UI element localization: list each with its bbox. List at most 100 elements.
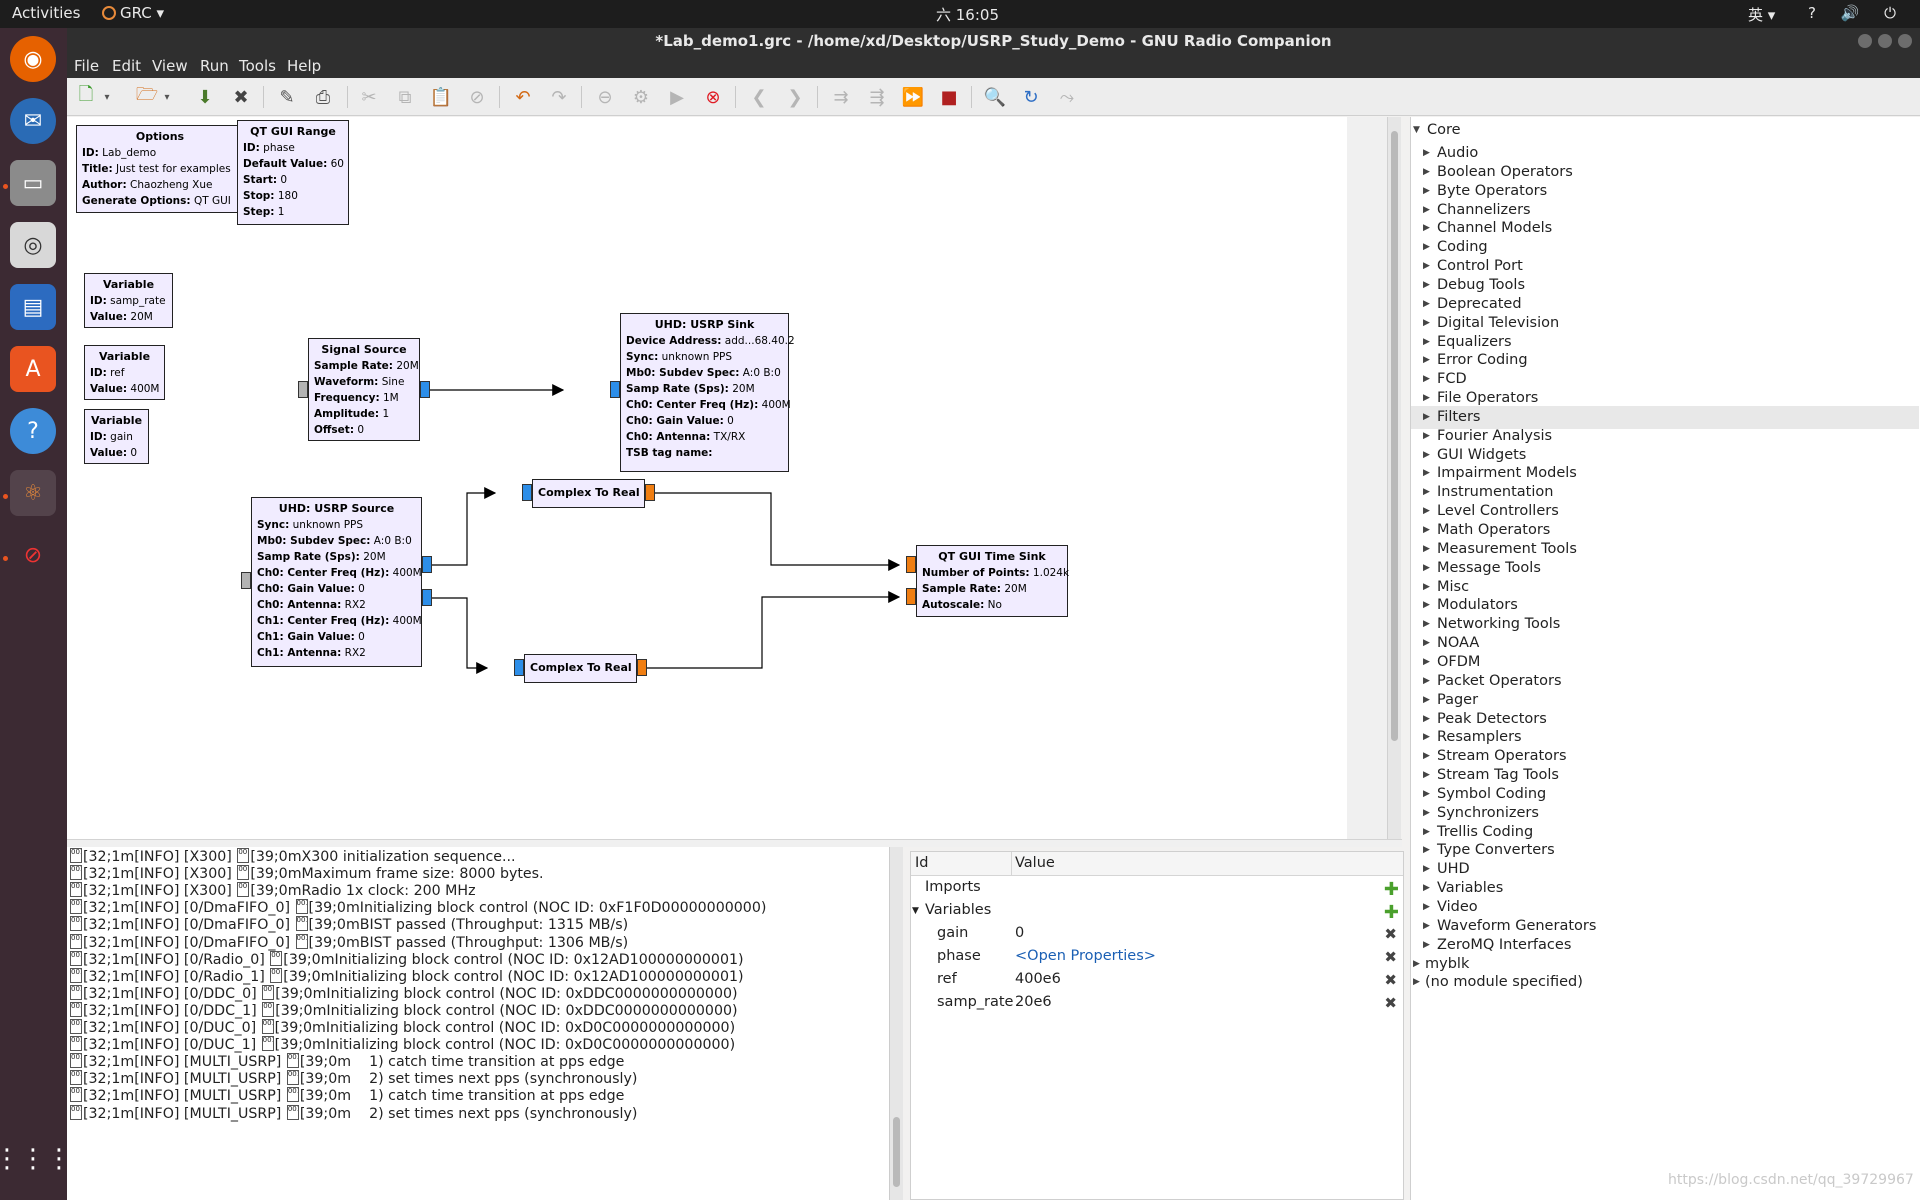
- thunderbird-icon[interactable]: ✉: [10, 98, 56, 144]
- expand-arrow-icon[interactable]: ▼: [1413, 125, 1420, 135]
- expand-arrow-icon[interactable]: ▶: [1423, 732, 1430, 743]
- tree-item-category[interactable]: ▶Channel Models: [1411, 217, 1919, 240]
- tree-item-category[interactable]: ▶Modulators: [1411, 594, 1919, 617]
- add-import-icon[interactable]: ✚: [1383, 879, 1399, 900]
- expand-arrow-icon[interactable]: ▶: [1423, 166, 1430, 177]
- block-qt-gui-time-sink[interactable]: QT GUI Time Sink Number of Points: 1.024…: [916, 545, 1069, 617]
- ctr1-in-port[interactable]: [522, 484, 532, 501]
- tree-item-category[interactable]: ▶Peak Detectors: [1411, 708, 1919, 731]
- variable-value[interactable]: 400e6: [1015, 971, 1061, 987]
- expand-arrow-icon[interactable]: ▶: [1423, 807, 1430, 818]
- scrollbar-thumb[interactable]: [893, 1117, 900, 1187]
- column-value[interactable]: Value: [1015, 855, 1055, 871]
- menu-tools[interactable]: Tools: [239, 57, 276, 75]
- tree-item-category[interactable]: ▶File Operators: [1411, 387, 1919, 410]
- block-complex-to-real-2[interactable]: Complex To Real: [524, 654, 637, 683]
- close-file-icon[interactable]: ✖: [233, 86, 249, 108]
- expand-arrow-icon[interactable]: ▶: [1423, 788, 1430, 799]
- tree-item-category[interactable]: ▶Stream Operators: [1411, 745, 1919, 768]
- expand-arrow-icon[interactable]: ▶: [1423, 902, 1430, 912]
- tree-item-category[interactable]: ▶Type Converters: [1411, 839, 1919, 862]
- tree-item-category[interactable]: ▶FCD: [1411, 368, 1919, 391]
- block-library-tree[interactable]: ▼ Core ▶Audio▶Boolean Operators▶Byte Ope…: [1410, 117, 1920, 1200]
- clock[interactable]: 六 16:05: [936, 6, 999, 24]
- variable-row[interactable]: samp_rate 20e6 ✖: [911, 993, 1403, 1016]
- tree-item-category[interactable]: ▶Waveform Generators: [1411, 915, 1919, 938]
- tree-item-category[interactable]: ▶Coding: [1411, 236, 1919, 259]
- signal-source-out-port[interactable]: [420, 381, 430, 398]
- tree-item-category[interactable]: ▶Equalizers: [1411, 331, 1919, 354]
- signal-source-msg-port[interactable]: [298, 381, 308, 398]
- tree-item-category[interactable]: ▶Digital Television: [1411, 312, 1919, 335]
- usrp-source-out1-port[interactable]: [422, 589, 432, 606]
- tree-item-category[interactable]: ▶Trellis Coding: [1411, 821, 1919, 844]
- ctr2-out-port[interactable]: [637, 659, 647, 676]
- expand-arrow-icon[interactable]: ▶: [1423, 355, 1430, 366]
- rotate-ccw-icon[interactable]: ❮: [751, 86, 767, 108]
- expand-arrow-icon[interactable]: ▶: [1423, 675, 1430, 686]
- toggle-icon[interactable]: ⤳: [1059, 86, 1075, 108]
- firefox-icon[interactable]: ◉: [10, 36, 56, 82]
- menu-view[interactable]: View: [152, 57, 188, 75]
- expand-arrow-icon[interactable]: ▶: [1423, 694, 1430, 705]
- remove-variable-icon[interactable]: ✖: [1384, 925, 1397, 943]
- console-scrollbar[interactable]: [889, 847, 903, 1200]
- delete-icon[interactable]: ⊘: [469, 86, 485, 108]
- rhythmbox-icon[interactable]: ◎: [10, 222, 56, 268]
- files-icon[interactable]: ▭: [10, 160, 56, 206]
- ctr2-in-port[interactable]: [514, 659, 524, 676]
- expand-arrow-icon[interactable]: ▶: [1423, 468, 1430, 479]
- tree-item-category[interactable]: ▶NOAA: [1411, 632, 1919, 655]
- tree-item-category[interactable]: ▶Channelizers: [1411, 199, 1919, 222]
- expand-arrow-icon[interactable]: ▶: [1423, 525, 1430, 535]
- expand-arrow-icon[interactable]: ▶: [1423, 845, 1430, 856]
- tree-item-category[interactable]: ▶Audio: [1411, 142, 1919, 165]
- expand-arrow-icon[interactable]: ▶: [1423, 656, 1430, 667]
- find-icon[interactable]: ⏩: [901, 86, 925, 108]
- block-usrp-sink[interactable]: UHD: USRP Sink Device Address: add...68.…: [620, 313, 795, 472]
- variable-editor[interactable]: Id Value Imports ✚ ▼ Variables ✚ gain 0 …: [910, 851, 1404, 1200]
- minimize-icon[interactable]: [1858, 34, 1872, 48]
- terminal-icon[interactable]: ⊘: [23, 542, 43, 568]
- remove-variable-icon[interactable]: ✖: [1384, 971, 1397, 989]
- tree-item-module[interactable]: ▶(no module specified): [1411, 971, 1919, 994]
- block-variable-ref[interactable]: Variable ID: ref Value: 400M: [84, 345, 165, 400]
- block-variable-samp-rate[interactable]: Variable ID: samp_rate Value: 20M: [84, 273, 173, 328]
- rotate-cw-icon[interactable]: ❯: [787, 86, 803, 108]
- block-options[interactable]: Options ID: Lab_demo Title: Just test fo…: [76, 125, 244, 213]
- tree-item-category[interactable]: ▶Impairment Models: [1411, 462, 1919, 485]
- show-apps-icon[interactable]: ⋮⋮⋮: [0, 1144, 72, 1174]
- generate-icon[interactable]: ⚙: [632, 86, 650, 108]
- tree-item-category[interactable]: ▶OFDM: [1411, 651, 1919, 674]
- expand-arrow-icon[interactable]: ▶: [1423, 430, 1430, 441]
- print-icon[interactable]: ⎙: [315, 86, 331, 108]
- menu-edit[interactable]: Edit: [112, 57, 142, 75]
- close-icon[interactable]: [1898, 34, 1912, 48]
- expand-arrow-icon[interactable]: ▶: [1423, 506, 1430, 517]
- copy-icon[interactable]: ⧉: [398, 86, 412, 108]
- kill-icon[interactable]: ⊗: [705, 86, 721, 108]
- add-variable-icon[interactable]: ✚: [1383, 902, 1399, 923]
- expand-arrow-icon[interactable]: ▶: [1423, 223, 1430, 234]
- software-icon[interactable]: A: [10, 346, 56, 392]
- expand-arrow-icon[interactable]: ▶: [1423, 411, 1430, 422]
- tree-item-category[interactable]: ▶Byte Operators: [1411, 180, 1919, 203]
- search-icon[interactable]: 🔍: [983, 86, 1007, 108]
- expand-arrow-icon[interactable]: ▶: [1423, 487, 1430, 498]
- paste-icon[interactable]: 📋: [429, 86, 453, 108]
- time-sink-in0-port[interactable]: [906, 556, 916, 573]
- tree-item-category[interactable]: ▶Level Controllers: [1411, 500, 1919, 523]
- grc-icon[interactable]: ⚛: [10, 470, 56, 516]
- tree-item-category[interactable]: ▶Deprecated: [1411, 293, 1919, 316]
- disable-icon[interactable]: ⊖: [597, 86, 613, 108]
- tree-item-category[interactable]: ▶Measurement Tools: [1411, 538, 1919, 561]
- block-qt-gui-range[interactable]: QT GUI Range ID: phase Default Value: 60…: [237, 120, 349, 225]
- help-icon[interactable]: ?: [10, 408, 56, 454]
- expand-arrow-icon[interactable]: ▶: [1423, 826, 1430, 837]
- tree-item-category[interactable]: ▶Fourier Analysis: [1411, 425, 1919, 448]
- expand-arrow-icon[interactable]: ▼: [912, 906, 919, 916]
- bypass-icon[interactable]: ⇶: [869, 86, 885, 108]
- block-variable-gain[interactable]: Variable ID: gain Value: 0: [84, 409, 149, 464]
- column-id[interactable]: Id: [915, 855, 929, 871]
- expand-arrow-icon[interactable]: ▶: [1423, 242, 1430, 253]
